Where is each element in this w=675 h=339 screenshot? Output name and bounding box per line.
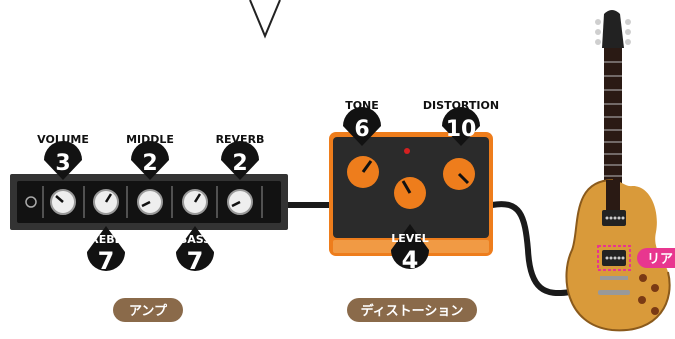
pedal-name: ディストーション — [361, 303, 464, 319]
rear-pickup-label: リア — [647, 252, 673, 267]
tone-knob[interactable] — [347, 156, 379, 188]
rear-pickup-tag: リア — [637, 248, 675, 268]
treble-badge: TREBLE 7 — [83, 226, 129, 275]
treble-label: TREBLE — [83, 233, 129, 246]
distortion-label: DISTORTION — [423, 99, 499, 112]
middle-label: MIDDLE — [126, 133, 174, 146]
bass-value: 7 — [187, 247, 204, 275]
pedal-tag: ディストーション — [347, 298, 477, 322]
middle-badge: MIDDLE 2 — [126, 133, 174, 180]
tone-badge: TONE 6 — [343, 99, 381, 146]
volume-value: 3 — [55, 151, 70, 176]
bass-badge: BASS 7 — [176, 226, 214, 275]
level-knob[interactable] — [394, 177, 426, 209]
distortion-knob[interactable] — [443, 158, 475, 190]
level-label: LEVEL — [391, 232, 429, 245]
tone-label: TONE — [345, 99, 379, 112]
rear-pickup-highlight — [597, 245, 631, 271]
bass-knob[interactable] — [182, 189, 208, 215]
amp — [10, 174, 288, 230]
tone-value: 6 — [354, 117, 369, 142]
amp-tag: アンプ — [113, 298, 183, 322]
bass-label: BASS — [179, 233, 211, 246]
input-jack-icon — [25, 196, 37, 208]
pedal-guitar-cable — [491, 201, 571, 297]
volume-badge: VOLUME 3 — [37, 133, 89, 180]
electric-guitar — [565, 10, 671, 332]
amp-name: アンプ — [129, 304, 168, 319]
level-value: 4 — [402, 246, 419, 274]
reverb-knob[interactable] — [227, 189, 253, 215]
volume-knob[interactable] — [50, 189, 76, 215]
reverb-label: REVERB — [216, 133, 265, 146]
distortion-badge: DISTORTION 10 — [423, 99, 499, 146]
level-badge: LEVEL 4 — [391, 224, 429, 274]
reverb-badge: REVERB 2 — [216, 133, 265, 180]
reverb-value: 2 — [232, 151, 247, 176]
distortion-pedal — [329, 132, 493, 256]
led-indicator — [404, 148, 410, 154]
middle-knob[interactable] — [137, 189, 163, 215]
treble-knob[interactable] — [93, 189, 119, 215]
middle-value: 2 — [142, 151, 157, 176]
pointer-shape — [249, 0, 281, 39]
volume-label: VOLUME — [37, 133, 89, 146]
treble-value: 7 — [98, 247, 115, 275]
distortion-value: 10 — [446, 117, 477, 142]
